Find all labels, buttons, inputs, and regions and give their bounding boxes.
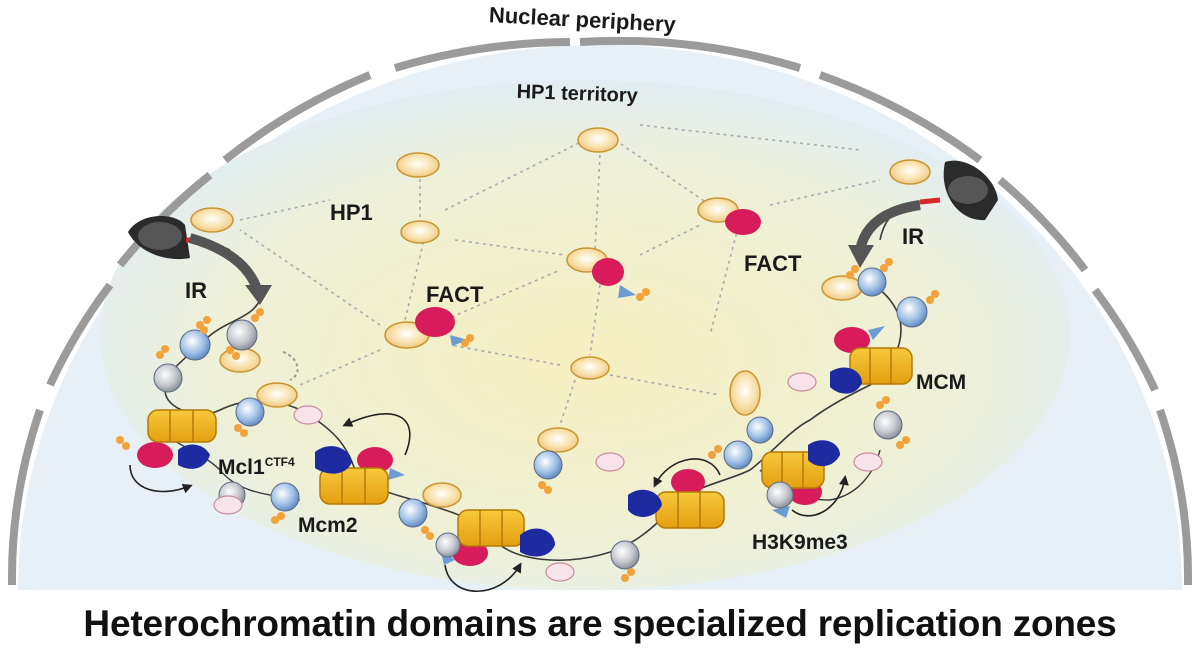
nucleosome-blue: [723, 440, 753, 470]
label-fact-left: FACT: [426, 282, 484, 307]
hp1-oval: [729, 370, 761, 416]
label-ir-right: IR: [902, 224, 924, 249]
nucleosome-blue: [857, 267, 887, 297]
label-nuclear-periphery: Nuclear periphery: [488, 2, 677, 37]
mcm-complex: [655, 491, 725, 529]
nucleosome-grey: [226, 319, 258, 351]
hp1-oval: [422, 482, 462, 508]
fact-complex: [671, 469, 705, 495]
nucleosome-blue: [270, 482, 300, 512]
mcl1-complex: [628, 489, 662, 517]
figure-caption: Heterochromatin domains are specialized …: [83, 603, 1117, 644]
nucleosome-grey: [153, 363, 183, 393]
hp1-oval: [190, 207, 234, 233]
nucleosome-grey: [766, 481, 794, 509]
mcl1-complex: [808, 440, 840, 467]
label-ctf4: CTF4: [265, 455, 295, 469]
ir-anchor-right: [879, 160, 998, 241]
label-hp1-territory: HP1 territory: [516, 81, 639, 107]
mcm-complex: [147, 409, 217, 443]
label-ir-left: IR: [185, 278, 207, 303]
fact-complex: [834, 327, 870, 353]
nucleosome-blue: [533, 450, 563, 480]
fact-complex: [592, 258, 624, 286]
hp1-oval: [537, 427, 579, 453]
nucleosome-blue: [179, 329, 211, 361]
hp1-oval: [400, 220, 440, 244]
cycle-arrows: [129, 413, 849, 593]
hp1-oval: [396, 152, 440, 178]
nucleosome-grey: [873, 410, 903, 440]
ir-anchor-left: [128, 215, 231, 260]
nucleosome-blue: [398, 498, 428, 528]
hp1-oval: [219, 347, 261, 373]
hp1-oval: [889, 159, 931, 185]
arrow-ir-left: [188, 233, 263, 294]
nucleosome-blue: [746, 416, 774, 444]
nucleosome-grey: [435, 532, 461, 558]
hp1-oval: [570, 356, 610, 380]
mcl1-complex: [830, 367, 862, 394]
nucleosomes: [153, 267, 928, 570]
fact-complex: [725, 209, 761, 235]
label-hp1: HP1: [330, 200, 373, 225]
label-mcl1: Mcl1CTF4: [218, 455, 295, 479]
new-nucleosomes: [213, 372, 883, 582]
mcl1-complex: [520, 528, 555, 557]
nucleosome-blue: [896, 296, 928, 328]
label-mcm2: Mcm2: [298, 514, 358, 537]
mcl1-complex: [315, 446, 352, 474]
nucleosome-grey: [610, 540, 640, 570]
label-fact-right: FACT: [744, 251, 802, 276]
mcm-complex: [849, 347, 913, 385]
h3k9me3-marks: [116, 258, 939, 582]
hp1-proteins: [190, 127, 931, 508]
mcl1-complex: [178, 444, 210, 469]
fact-complex: [357, 447, 393, 473]
hp1-oval: [821, 275, 863, 301]
mcl1-complexes: [178, 367, 862, 557]
fact-complex: [137, 442, 173, 468]
hp1-oval: [256, 382, 298, 408]
label-mcm: MCM: [916, 371, 966, 394]
nucleosome-blue: [235, 397, 265, 427]
fact-complex: [415, 307, 455, 337]
hp1-oval: [577, 127, 619, 153]
label-h3k9me3: H3K9me3: [752, 531, 848, 554]
arrow-ir-right: [855, 200, 921, 252]
nuclear-envelope: [7, 36, 1193, 586]
mcm-complex: [457, 509, 525, 547]
mcm-complex: [319, 467, 389, 505]
